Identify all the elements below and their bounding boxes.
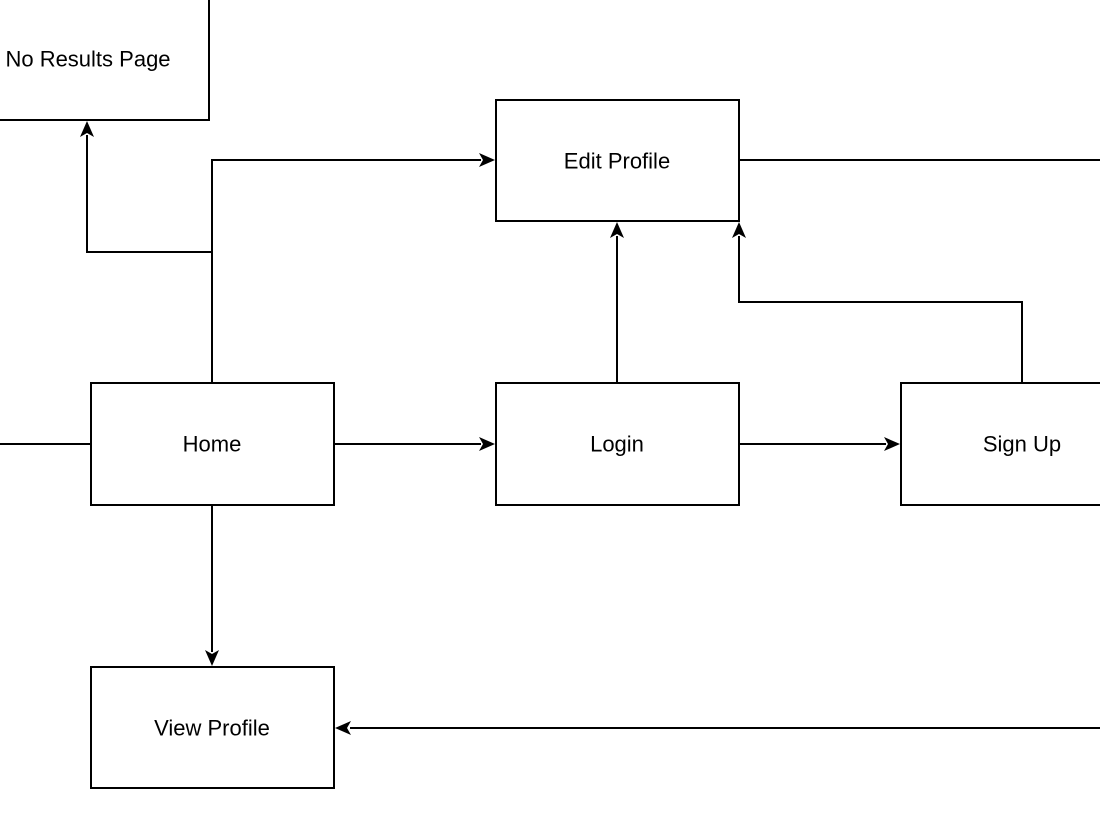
edge-home-to-login [334, 437, 495, 451]
node-label: Edit Profile [564, 149, 670, 174]
arrowhead [732, 222, 746, 238]
arrowhead [884, 437, 900, 451]
arrowhead [80, 121, 94, 137]
node-label: View Profile [154, 716, 270, 741]
edge-offscreen-to-view-profile [335, 721, 1100, 735]
node-login[interactable]: Login [495, 382, 740, 506]
edge-sign-up-to-edit-profile [732, 222, 1023, 383]
node-label: Home [183, 432, 242, 457]
node-sign-up[interactable]: Sign Up [900, 382, 1100, 506]
edge-login-to-edit-profile [610, 222, 624, 383]
edge-home-to-edit-profile [211, 153, 495, 252]
edge-home-to-no-results [80, 121, 213, 383]
node-label: Sign Up [983, 432, 1061, 457]
edge-login-to-sign-up [739, 437, 900, 451]
arrowhead [205, 650, 219, 666]
node-label: No Results Page [5, 47, 170, 72]
node-label: Login [590, 432, 644, 457]
arrowhead [479, 437, 495, 451]
node-home[interactable]: Home [90, 382, 335, 506]
arrowhead [479, 153, 495, 167]
node-edit-profile[interactable]: Edit Profile [495, 99, 740, 222]
edge-home-to-view-profile [205, 505, 219, 666]
arrowhead [610, 222, 624, 238]
node-view-profile[interactable]: View Profile [90, 666, 335, 789]
arrowhead [335, 721, 351, 735]
node-no-results-page[interactable]: No Results Page [0, 0, 210, 121]
